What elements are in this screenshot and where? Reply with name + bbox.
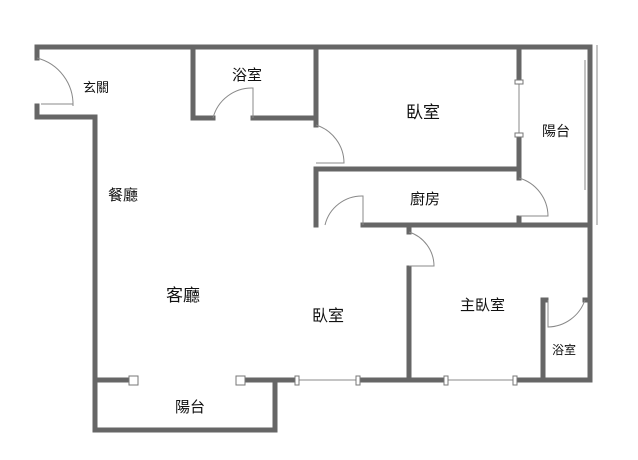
room-label-master: 主臥室	[460, 296, 506, 314]
column	[128, 375, 139, 386]
master-door	[408, 231, 435, 267]
room-label-entrance: 玄關	[83, 81, 110, 96]
room-label-living: 客廳	[166, 286, 200, 306]
room-label-kitchen: 廚房	[410, 190, 441, 208]
bath2-door	[547, 299, 586, 328]
kitchen-door	[324, 195, 364, 226]
room-label-dining: 餐廳	[108, 186, 139, 204]
windows	[128, 45, 598, 386]
room-label-balcony2: 陽台	[175, 398, 206, 416]
bath1-door	[212, 87, 254, 119]
entrance-door	[36, 57, 74, 107]
bedroom1-door	[315, 124, 345, 164]
walls	[34, 44, 593, 433]
kitchen-balcony-door	[518, 177, 549, 217]
column	[235, 375, 246, 386]
room-label-bedroom2: 臥室	[312, 306, 345, 325]
doors	[36, 57, 586, 328]
room-label-balcony1: 陽台	[542, 124, 570, 140]
room-label-bath2: 浴室	[552, 343, 577, 357]
room-label-bath1: 浴室	[232, 66, 263, 84]
room-label-bedroom1: 臥室	[406, 103, 440, 123]
